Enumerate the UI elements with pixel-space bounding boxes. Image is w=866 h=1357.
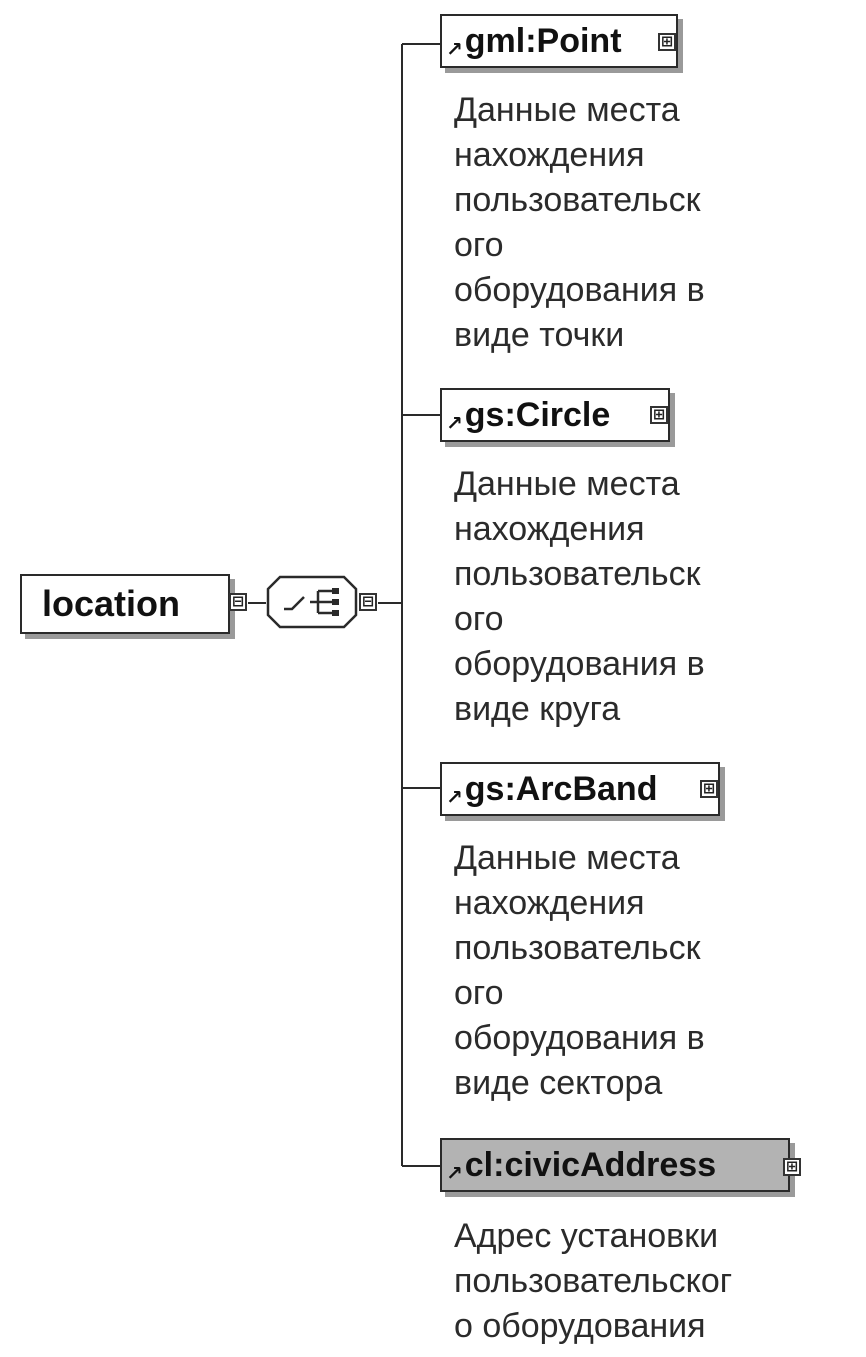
root-element-label: location (42, 583, 181, 624)
element-description: Данные места нахождения пользовательск о… (454, 839, 705, 1102)
reference-arrow-icon: ↗ (446, 787, 463, 809)
element-gml-point[interactable]: ↗ gml:Point (440, 14, 678, 68)
expand-icon[interactable]: ⊞ (658, 33, 676, 51)
expand-icon[interactable]: ⊞ (650, 406, 668, 424)
expand-icon[interactable]: ⊞ (700, 780, 718, 798)
element-gs-circle[interactable]: ↗ gs:Circle (440, 388, 670, 442)
element-label: gml:Point (464, 21, 622, 60)
element-description: Данные места нахождения пользовательск о… (454, 465, 705, 728)
root-element-location[interactable]: location (20, 574, 230, 634)
reference-arrow-icon: ↗ (446, 413, 463, 435)
element-gs-arcband[interactable]: ↗ gs:ArcBand (440, 762, 720, 816)
element-description: Данные места нахождения пользовательск о… (454, 91, 705, 354)
element-label: gs:ArcBand (464, 769, 658, 808)
collapse-icon[interactable]: ⊟ (229, 593, 247, 611)
element-label: gs:Circle (464, 395, 611, 434)
choice-compositor-icon[interactable] (266, 575, 358, 629)
element-label: cl:civicAddress (464, 1145, 717, 1184)
element-cl-civicaddress[interactable]: ↗ cl:civicAddress (440, 1138, 790, 1192)
reference-arrow-icon: ↗ (446, 1163, 463, 1185)
reference-arrow-icon: ↗ (446, 39, 463, 61)
expand-icon[interactable]: ⊞ (783, 1158, 801, 1176)
element-description: Адрес установки пользовательског о обору… (454, 1217, 733, 1345)
choice-collapse-icon[interactable]: ⊟ (359, 593, 377, 611)
